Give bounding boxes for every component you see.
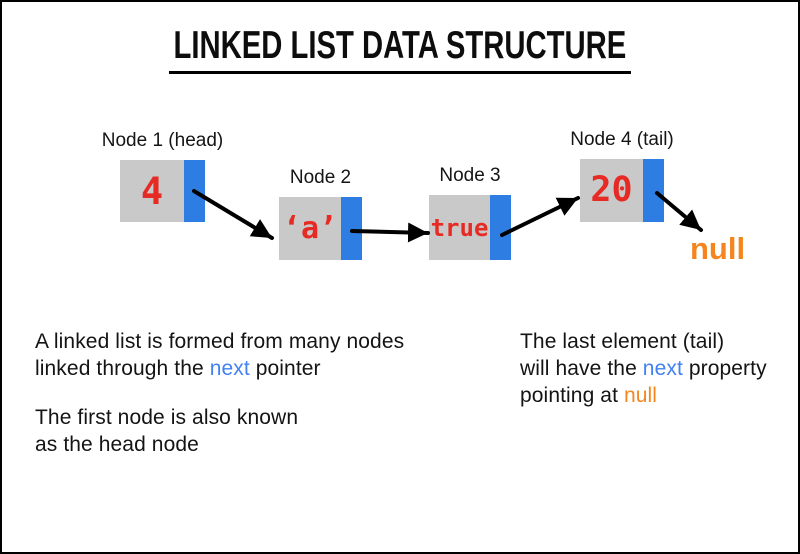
node-1-data-cell: 4 (120, 160, 184, 222)
node-1-box: 4 (120, 160, 205, 222)
node-2-value: ‘a’ (282, 210, 338, 246)
node-3-label: Node 3 (439, 165, 501, 186)
node-4-box: 20 (580, 159, 664, 222)
node-3: Node 3 true (429, 165, 511, 260)
node-1: Node 1 (head) 4 (102, 130, 223, 222)
page-title: LINKED LIST DATA STRUCTURE (169, 24, 631, 74)
node-2-next-pointer-slot (341, 197, 362, 260)
node-4-next-pointer-slot (643, 159, 664, 222)
node-4: Node 4 (tail) 20 (570, 129, 674, 222)
arrow-node3-to-node4 (500, 196, 580, 237)
node-4-data-cell: 20 (580, 159, 643, 222)
note-many-nodes-line1: A linked list is formed from many nodes (35, 330, 405, 353)
node-4-label: Node 4 (tail) (570, 129, 674, 150)
note-many-nodes-line2: linked through the next pointer (35, 357, 321, 380)
note-head-node-line2: as the head node (35, 433, 199, 456)
note-many-nodes: A linked list is formed from many nodes … (35, 328, 404, 382)
arrow-node1-to-node2 (192, 189, 274, 240)
node-4-value: 20 (590, 170, 633, 210)
node-1-next-pointer-slot (184, 160, 205, 222)
node-2: Node 2 ‘a’ (279, 167, 362, 260)
null-keyword: null (623, 384, 658, 407)
node-2-label: Node 2 (289, 167, 352, 188)
title-wrap: LINKED LIST DATA STRUCTURE (2, 24, 798, 74)
note-head-node-line1: The first node is also known (35, 406, 299, 429)
null-label: null (690, 231, 746, 266)
node-3-next-pointer-slot (490, 195, 511, 260)
note-tail-null-line2: will have the next property (520, 357, 767, 380)
node-1-label: Node 1 (head) (101, 130, 224, 151)
note-tail-null-line3: pointing at null (520, 384, 658, 407)
node-1-value: 4 (140, 169, 164, 213)
arrow-node2-to-node3 (350, 222, 430, 243)
note-tail-null: The last element (tail) will have the ne… (520, 328, 767, 409)
node-2-data-cell: ‘a’ (279, 197, 341, 260)
note-tail-null-line1: The last element (tail) (520, 330, 725, 353)
node-3-data-cell: true (429, 195, 490, 260)
note-head-node: The first node is also known as the head… (35, 404, 298, 458)
node-3-value: true (430, 213, 489, 242)
node-3-box: true (429, 195, 511, 260)
node-2-box: ‘a’ (279, 197, 362, 260)
next-keyword: next (642, 357, 683, 380)
next-keyword: next (209, 357, 250, 380)
